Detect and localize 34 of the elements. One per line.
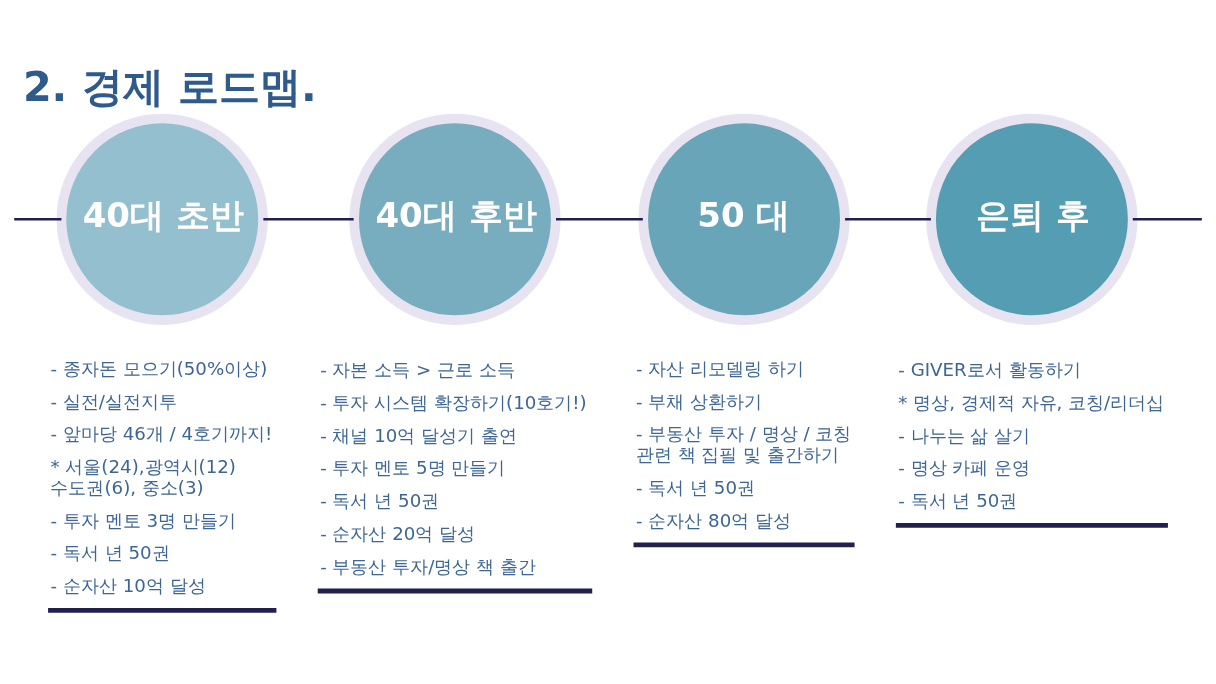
connector [14, 218, 62, 221]
node-circle: 은퇴 후 [926, 113, 1138, 325]
node-label: * 명상, 경제적 자유, 코칭/리더십 [898, 391, 1165, 413]
node-label: - 채널 10억 달성기 출연 [320, 424, 518, 446]
node-label: - 독서 년 50권 [898, 490, 1018, 512]
node-label: - 부동산 투자 / 명상 / 코칭 관련 책 집필 및 출간하기 [635, 423, 852, 466]
node-label: - 자본 소득 > 근로 소득 [320, 359, 515, 381]
node-label: - 독서 년 50권 [635, 476, 756, 498]
node-label: - 독서 년 50권 [50, 542, 170, 564]
node-label: - 투자 멘토 3명 만들기 [50, 509, 236, 531]
node-label: - 종자돈 모으기(50%이상) [50, 357, 268, 379]
node-label: - 순자산 80억 달성 [635, 509, 792, 531]
node-label: - 순자산 20억 달성 [320, 522, 476, 544]
connector [263, 218, 354, 221]
diagram-title: 2. 경제 로드맵. [22, 62, 317, 111]
node-label: - GIVER로서 활동하기 [898, 359, 1081, 381]
node-label: - 투자 시스템 확장하기(10호기!) [320, 391, 587, 413]
node-label: * 서울(24),광역시(12) 수도권(6), 중소(3) [50, 456, 236, 498]
node-label: - 나누는 삶 살기 [898, 424, 1031, 446]
connector [556, 218, 643, 221]
node-label: - 독서 년 50권 [320, 490, 440, 512]
node-label: - 부채 상환하기 [635, 390, 763, 412]
node-circle: 50 대 [638, 113, 850, 325]
node-label: - 실전/실전지투 [50, 390, 177, 412]
node-label: - 부동산 투자/명상 책 출간 [320, 555, 536, 577]
node-label: - 투자 멘토 5명 만들기 [320, 457, 506, 479]
node-circle: 40대 초반 [56, 113, 268, 325]
node-circle: 40대 후반 [349, 113, 561, 325]
node-label: - 명상 카페 운영 [898, 457, 1031, 479]
node-label: - 순자산 10억 달성 [50, 575, 206, 597]
node-label: - 자산 리모델링 하기 [635, 357, 804, 379]
node-label: - 앞마당 46개 / 4호기까지! [50, 423, 273, 445]
connector [1132, 218, 1202, 221]
connector [845, 218, 931, 221]
